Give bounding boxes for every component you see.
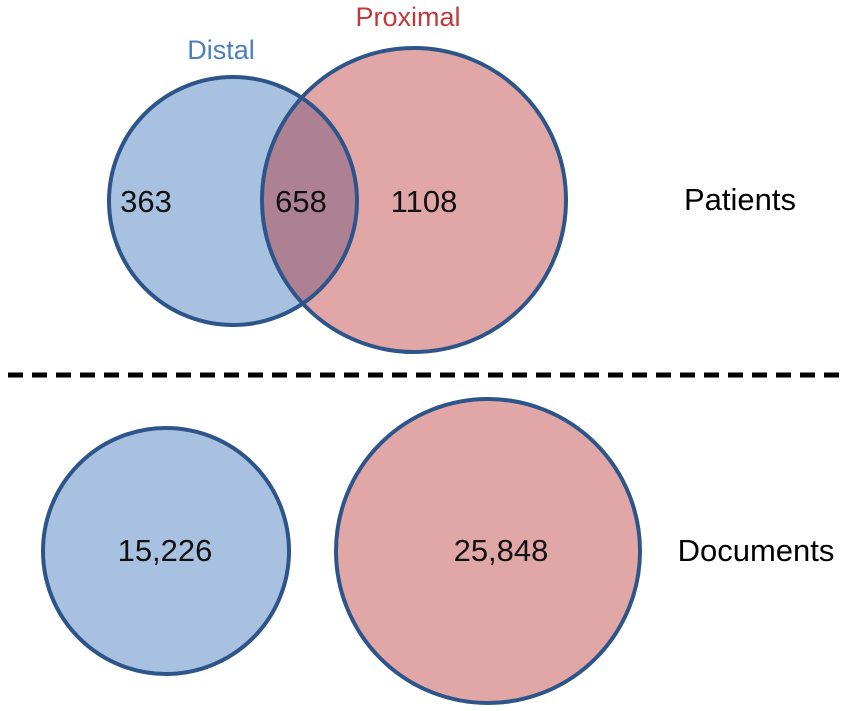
patients-row-label: Patients [684, 182, 796, 217]
proximal-set-label: Proximal [355, 2, 460, 32]
distal-set-label: Distal [187, 35, 255, 65]
patients-distal-only-count: 363 [120, 184, 172, 219]
distal-documents-outline [41, 426, 291, 676]
proximal-patients-circle [262, 48, 566, 352]
proximal-documents-outline [334, 397, 642, 705]
documents-row-label: Documents [678, 533, 835, 568]
documents-proximal-count: 25,848 [454, 533, 549, 568]
distal-patients-outline [107, 75, 359, 327]
proximal-patients-outline [260, 46, 568, 354]
distal-documents-circle [43, 428, 289, 674]
patients-proximal-only-count: 1108 [391, 184, 458, 219]
documents-distal-count: 15,226 [118, 533, 213, 568]
patients-overlap-count: 658 [275, 184, 327, 219]
proximal-documents-circle [336, 399, 640, 703]
